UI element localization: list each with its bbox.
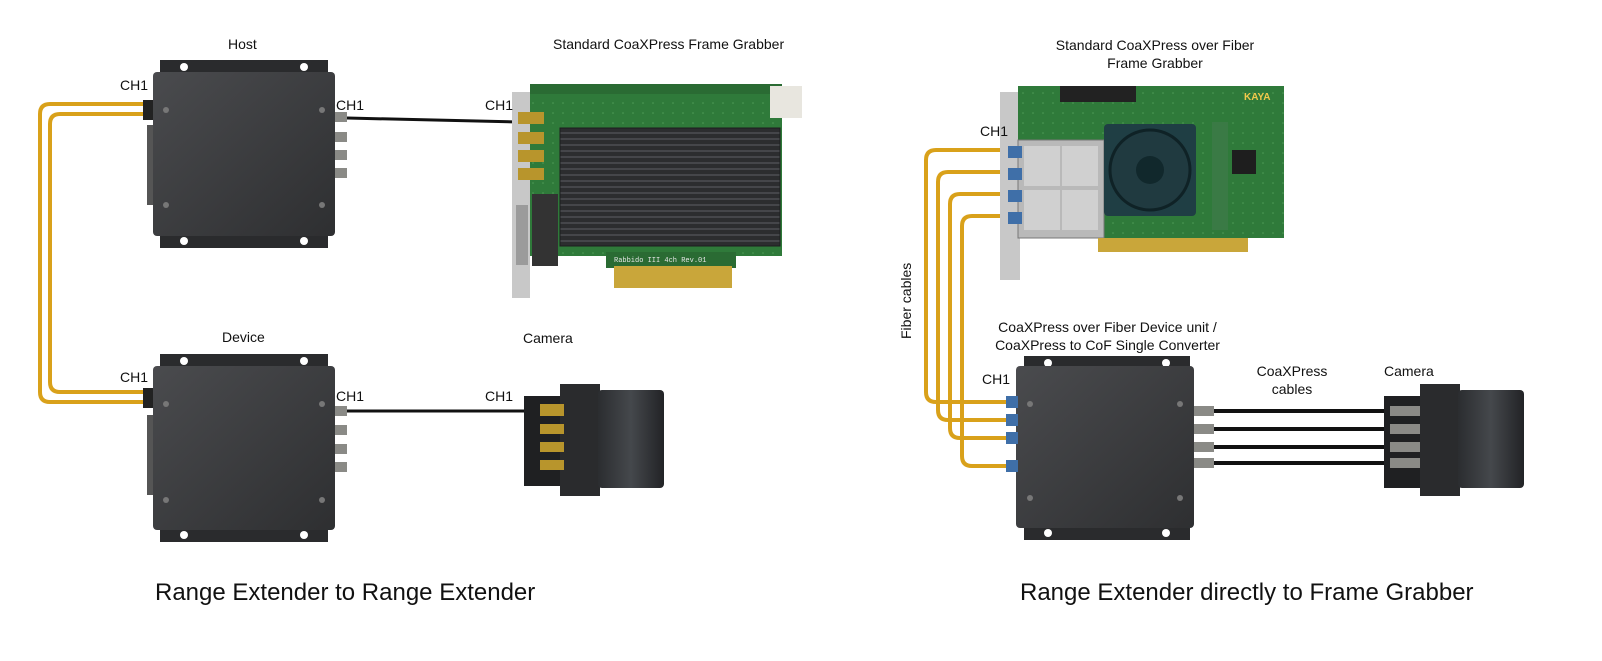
ch1-label-grabber: CH1 [485, 97, 514, 113]
host-label: Host [228, 36, 257, 52]
fiber-cable-host-device [38, 102, 148, 404]
cof-frame-grabber-card [1000, 86, 1284, 280]
device-unit [143, 354, 347, 542]
caption-left: Range Extender to Range Extender [155, 579, 536, 606]
cof-frame-grabber-label: Standard CoaXPress over Fiber Frame Grab… [1035, 36, 1275, 72]
coaxpress-cables-label-line2: cables [1271, 381, 1313, 397]
ch1-label-device-fiber: CH1 [120, 369, 149, 385]
cof-frame-grabber-label-line2: Frame Grabber [1107, 55, 1203, 71]
cof-device-label-line2: CoaXPress to CoF Single Converter [995, 337, 1220, 353]
host-unit [143, 60, 347, 248]
camera-left [524, 384, 664, 496]
cof-frame-grabber-label-line1: Standard CoaXPress over Fiber [1055, 37, 1255, 53]
coax-cable-host-grabber [346, 116, 519, 124]
coax-cables-right [1214, 409, 1384, 465]
cof-device-label: CoaXPress over Fiber Device unit / CoaXP… [975, 318, 1240, 354]
frame-grabber-label: Standard CoaXPress Frame Grabber [553, 36, 785, 52]
board-marking-text: Rabbido III 4ch Rev.01 [614, 257, 706, 265]
ch1-label-host-coax: CH1 [336, 97, 365, 113]
fiber-cables-right [924, 148, 1010, 468]
fiber-cables-label: Fiber cables [898, 262, 914, 339]
device-label: Device [222, 329, 265, 345]
ch1-label-camera: CH1 [485, 388, 514, 404]
kaya-logo: KAYA [1244, 92, 1271, 103]
cof-device-label-line1: CoaXPress over Fiber Device unit / [998, 319, 1217, 335]
ch1-label-cof-device: CH1 [982, 371, 1011, 387]
ch1-label-host-fiber: CH1 [120, 77, 149, 93]
caption-right: Range Extender directly to Frame Grabber [1020, 579, 1474, 606]
ch1-label-device-coax: CH1 [336, 388, 365, 404]
camera-right [1384, 384, 1524, 496]
coaxpress-frame-grabber-card [512, 84, 802, 298]
coaxpress-cables-label-line1: CoaXPress [1256, 363, 1328, 379]
camera-label-right: Camera [1384, 363, 1434, 379]
ch1-label-cof-grabber: CH1 [980, 123, 1009, 139]
camera-label-left: Camera [523, 330, 573, 346]
cof-device-unit [1006, 356, 1214, 540]
coaxpress-cables-label: CoaXPress cables [1252, 362, 1332, 398]
